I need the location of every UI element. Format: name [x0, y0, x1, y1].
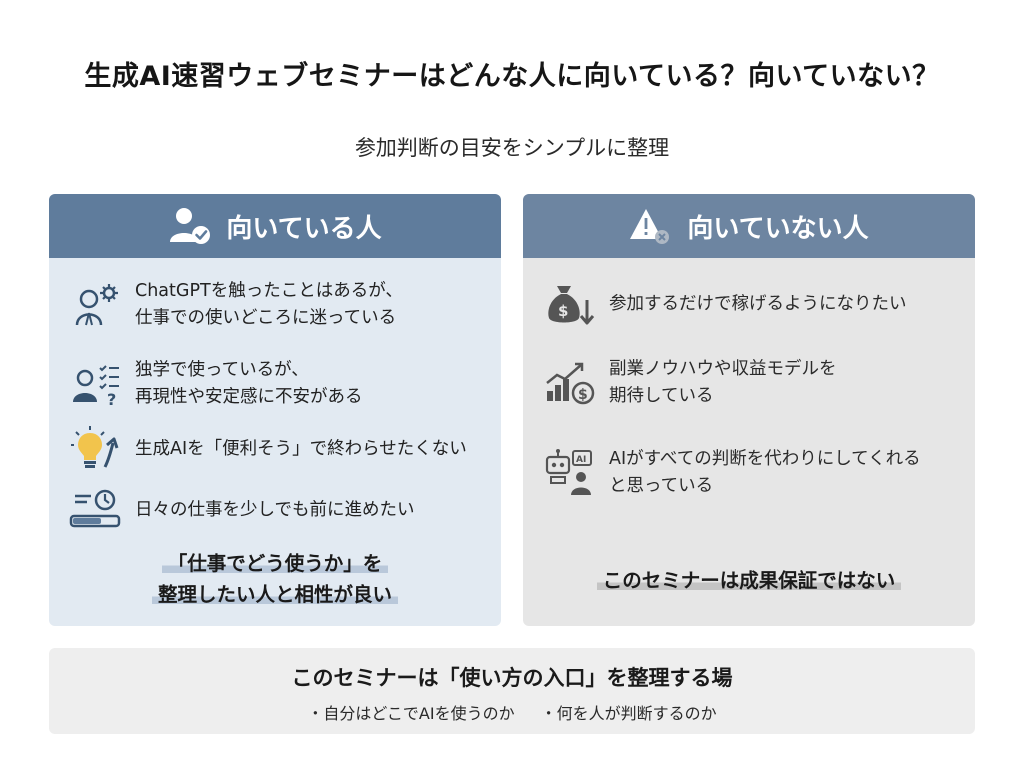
page-subtitle: 参加判断の目安をシンプルに整理 [354, 136, 670, 160]
svg-text:AI: AI [576, 455, 586, 465]
suited-summary: 「仕事でどう使うか」を 整理したい人と相性が良い [49, 548, 501, 610]
bottom-points: ・自分はどこでAIを使うのか ・何を人が判断するのか [49, 700, 975, 724]
lightbulb-arrow-icon [69, 423, 121, 475]
svg-text:$: $ [558, 302, 568, 320]
not-suited-item: $ 副業ノウハウや収益モデルを期待している [543, 356, 965, 410]
page-title: 生成AI速習ウェブセミナーはどんな人に向いている？向いていない？ [84, 61, 940, 92]
suited-item: ChatGPTを触ったことはあるが、仕事での使いどころに迷っている [69, 278, 491, 332]
not-suited-item-line: 期待している [609, 386, 714, 406]
suited-heading: 向いている人 [226, 213, 382, 244]
suited-item-line: 生成AIを「便利そう」で終わらせたくない [135, 438, 467, 459]
suited-summary-line: 「仕事でどう使うか」を [161, 552, 389, 575]
not-suited-summary: このセミナーは成果保証ではない [523, 565, 975, 596]
suited-card-header: 向いている人 [49, 194, 501, 258]
bottom-point: ・何を人が判断するのか [540, 704, 717, 723]
suited-item-line: ChatGPTを触ったことはあるが、 [135, 281, 403, 301]
suited-item: 日々の仕事を少しでも前に進めたい [69, 484, 491, 536]
person-check-icon [168, 206, 212, 246]
progress-clock-icon [69, 484, 121, 536]
bottom-point: ・自分はどこでAIを使うのか [307, 704, 515, 723]
money-bag-down-icon: $ [543, 278, 595, 330]
not-suited-summary-line: このセミナーは成果保証ではない [596, 569, 902, 592]
not-suited-heading: 向いていない人 [687, 213, 869, 244]
bar-chart-dollar-icon: $ [543, 357, 595, 409]
suited-card: 向いている人 ChatGPTを触ったことはあるが、仕事での使いどころに迷っている [49, 194, 501, 626]
person-gear-icon [69, 279, 121, 331]
warning-x-icon [629, 206, 673, 246]
not-suited-card: 向いていない人 $ 参加するだけで稼げるようになりたい [523, 194, 975, 626]
svg-text:?: ? [107, 390, 116, 409]
not-suited-item-line: 参加するだけで稼げるようになりたい [609, 293, 907, 314]
suited-item-line: 仕事での使いどころに迷っている [135, 308, 397, 328]
not-suited-item-line: AIがすべての判断を代わりにしてくれる [609, 449, 921, 469]
suited-item-line: 再現性や安定感に不安がある [135, 387, 363, 407]
suited-summary-line: 整理したい人と相性が良い [151, 583, 398, 606]
suited-item-line: 独学で使っているが、 [135, 360, 309, 380]
person-checklist-icon: ? [69, 358, 121, 410]
not-suited-item-line: 副業ノウハウや収益モデルを [609, 359, 837, 379]
svg-text:$: $ [578, 387, 588, 403]
suited-item-line: 日々の仕事を少しでも前に進めたい [135, 499, 415, 520]
not-suited-item: AI AIがすべての判断を代わりにしてくれると思っている [543, 446, 965, 500]
robot-person-icon: AI [543, 447, 595, 499]
not-suited-item: $ 参加するだけで稼げるようになりたい [543, 278, 965, 330]
not-suited-item-line: と思っている [609, 476, 714, 496]
suited-item: 生成AIを「便利そう」で終わらせたくない [69, 423, 491, 475]
bottom-note: このセミナーは「使い方の入口」を整理する場 ・自分はどこでAIを使うのか ・何を… [49, 648, 975, 734]
bottom-title: このセミナーは「使い方の入口」を整理する場 [291, 666, 733, 690]
suited-item: ? 独学で使っているが、再現性や安定感に不安がある [69, 357, 491, 411]
not-suited-card-header: 向いていない人 [523, 194, 975, 258]
